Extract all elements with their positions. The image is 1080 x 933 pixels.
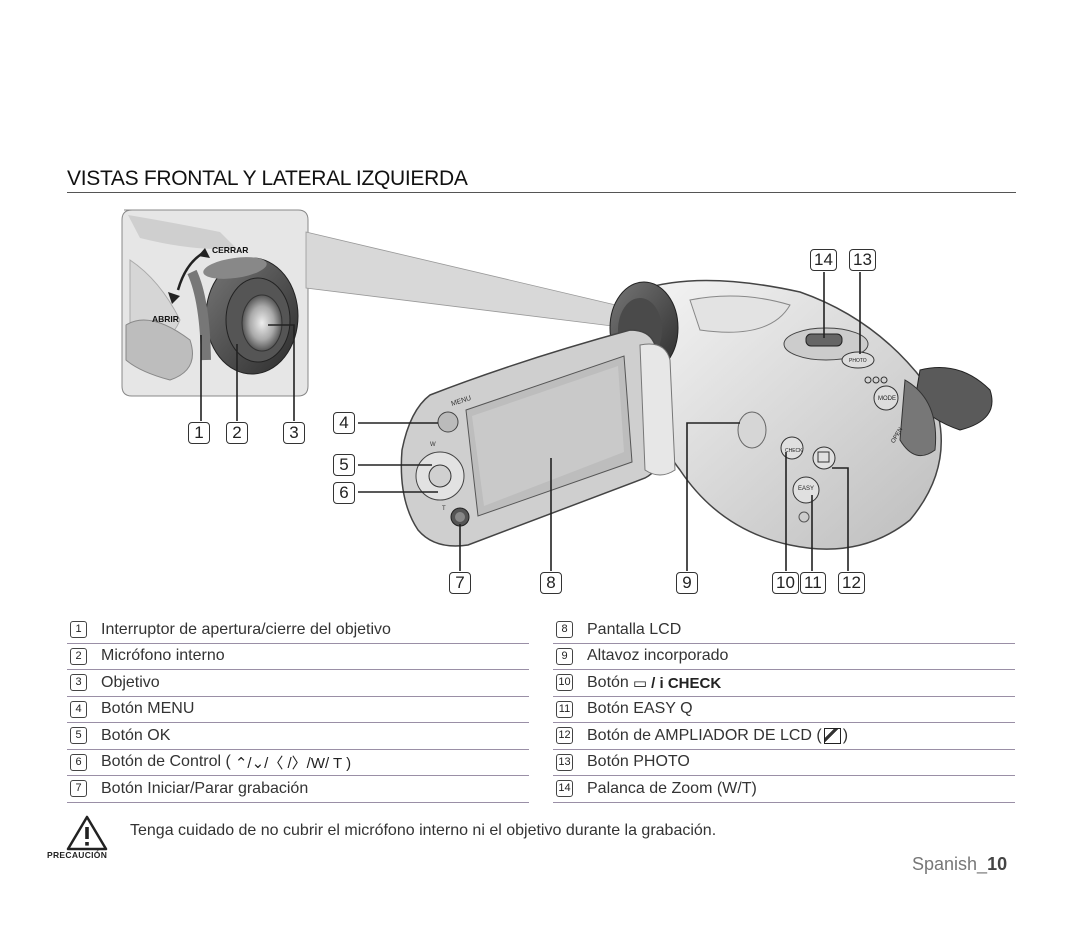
table-row: 14 Palanca de Zoom (W/T) [553, 776, 1015, 803]
footer-language: Spanish_ [912, 854, 988, 874]
callout-2: 2 [226, 422, 248, 444]
control-arrows-icon: ⌃/⌄/〈 /〉/W/ T ) [234, 754, 352, 772]
section-title: VISTAS FRONTAL Y LATERAL IZQUIERDA [67, 167, 468, 190]
table-row: 9 Altavoz incorporado [553, 644, 1015, 670]
row-number: 8 [556, 621, 573, 639]
row-number: 3 [70, 674, 87, 692]
callout-7: 7 [449, 572, 471, 594]
table-row: 5 Botón OK [67, 723, 529, 750]
table-row: 4 Botón MENU [67, 697, 529, 723]
w-label: W [430, 442, 436, 448]
row-number: 10 [556, 674, 573, 692]
callout-11: 11 [800, 572, 826, 594]
table-row: 8 Pantalla LCD [553, 617, 1015, 644]
callout-5: 5 [333, 454, 355, 476]
lens-inset-panel: CERRAR ABRIR [121, 209, 621, 397]
table-row: 1 Interruptor de apertura/cierre del obj… [67, 617, 529, 644]
row-label: Botón de AMPLIADOR DE LCD ( [587, 726, 822, 744]
callout-10: 10 [772, 572, 799, 594]
camera-body: PHOTO MODE OPEN CHECK EASY MENU W T [400, 279, 993, 550]
row-label: Botón [587, 673, 629, 691]
callout-8: 8 [540, 572, 562, 594]
table-row: 12 Botón de AMPLIADOR DE LCD ( ) [553, 723, 1015, 750]
table-row: 3 Objetivo [67, 670, 529, 697]
row-number: 1 [70, 621, 87, 639]
footer-page: 10 [987, 854, 1008, 874]
lcd-enhancer-icon [823, 727, 841, 744]
callout-13: 13 [849, 249, 876, 271]
callout-12: 12 [838, 572, 865, 594]
row-label: Pantalla LCD [587, 620, 682, 638]
caution-label: PRECAUCIÓN [47, 850, 108, 860]
row-label: Interruptor de apertura/cierre del objet… [101, 620, 391, 638]
table-row: 2 Micrófono interno [67, 644, 529, 670]
check-icon: ▭ / i CHECK [632, 674, 722, 692]
row-number: 9 [556, 647, 573, 665]
close-label: CERRAR [212, 245, 248, 255]
row-number: 2 [70, 647, 87, 665]
callout-4: 4 [333, 412, 355, 434]
photo-label: PHOTO [849, 358, 867, 364]
mode-label: MODE [878, 396, 896, 402]
row-label: Botón Iniciar/Parar grabación [101, 779, 309, 797]
row-label-close: ) [842, 726, 849, 744]
row-number: 5 [70, 727, 87, 745]
row-label: Botón MENU [101, 700, 195, 718]
table-row: 11 Botón EASY Q [553, 697, 1015, 723]
row-number: 7 [70, 780, 87, 798]
row-label: Botón PHOTO [587, 753, 690, 771]
callout-6: 6 [333, 482, 355, 504]
row-label: Palanca de Zoom (W/T) [587, 779, 757, 797]
row-label: Botón OK [101, 726, 171, 744]
row-label: Altavoz incorporado [587, 647, 729, 665]
row-number: 11 [556, 700, 573, 718]
row-label: Botón EASY Q [587, 700, 693, 718]
t-label: T [442, 506, 446, 512]
row-number: 12 [556, 727, 573, 745]
callout-14: 14 [810, 249, 837, 271]
leader-lines [200, 272, 861, 571]
check-label: CHECK [785, 448, 803, 454]
page-number: Spanish_10 [912, 854, 1007, 875]
title-divider [67, 192, 1016, 193]
table-row: 10 Botón ▭ / i CHECK [553, 670, 1015, 697]
callout-1: 1 [188, 422, 210, 444]
table-row: 7 Botón Iniciar/Parar grabación [67, 776, 529, 803]
row-number: 6 [70, 753, 87, 771]
warning-icon [66, 815, 108, 851]
parts-table-left: 1 Interruptor de apertura/cierre del obj… [67, 617, 529, 803]
row-number: 14 [556, 780, 573, 798]
callout-3: 3 [283, 422, 305, 444]
row-number: 4 [70, 700, 87, 718]
easy-label: EASY [798, 486, 814, 492]
table-row: 6 Botón de Control ( ⌃/⌄/〈 /〉/W/ T ) [67, 750, 529, 776]
callout-9: 9 [676, 572, 698, 594]
row-label: Botón de Control ( [101, 753, 231, 771]
row-number: 13 [556, 753, 573, 771]
table-row: 13 Botón PHOTO [553, 750, 1015, 776]
parts-table-right: 8 Pantalla LCD 9 Altavoz incorporado 10 … [553, 617, 1015, 803]
row-label: Micrófono interno [101, 647, 225, 665]
open-label: ABRIR [152, 314, 179, 324]
row-label: Objetivo [101, 673, 160, 691]
caution-text: Tenga cuidado de no cubrir el micrófono … [130, 822, 717, 839]
